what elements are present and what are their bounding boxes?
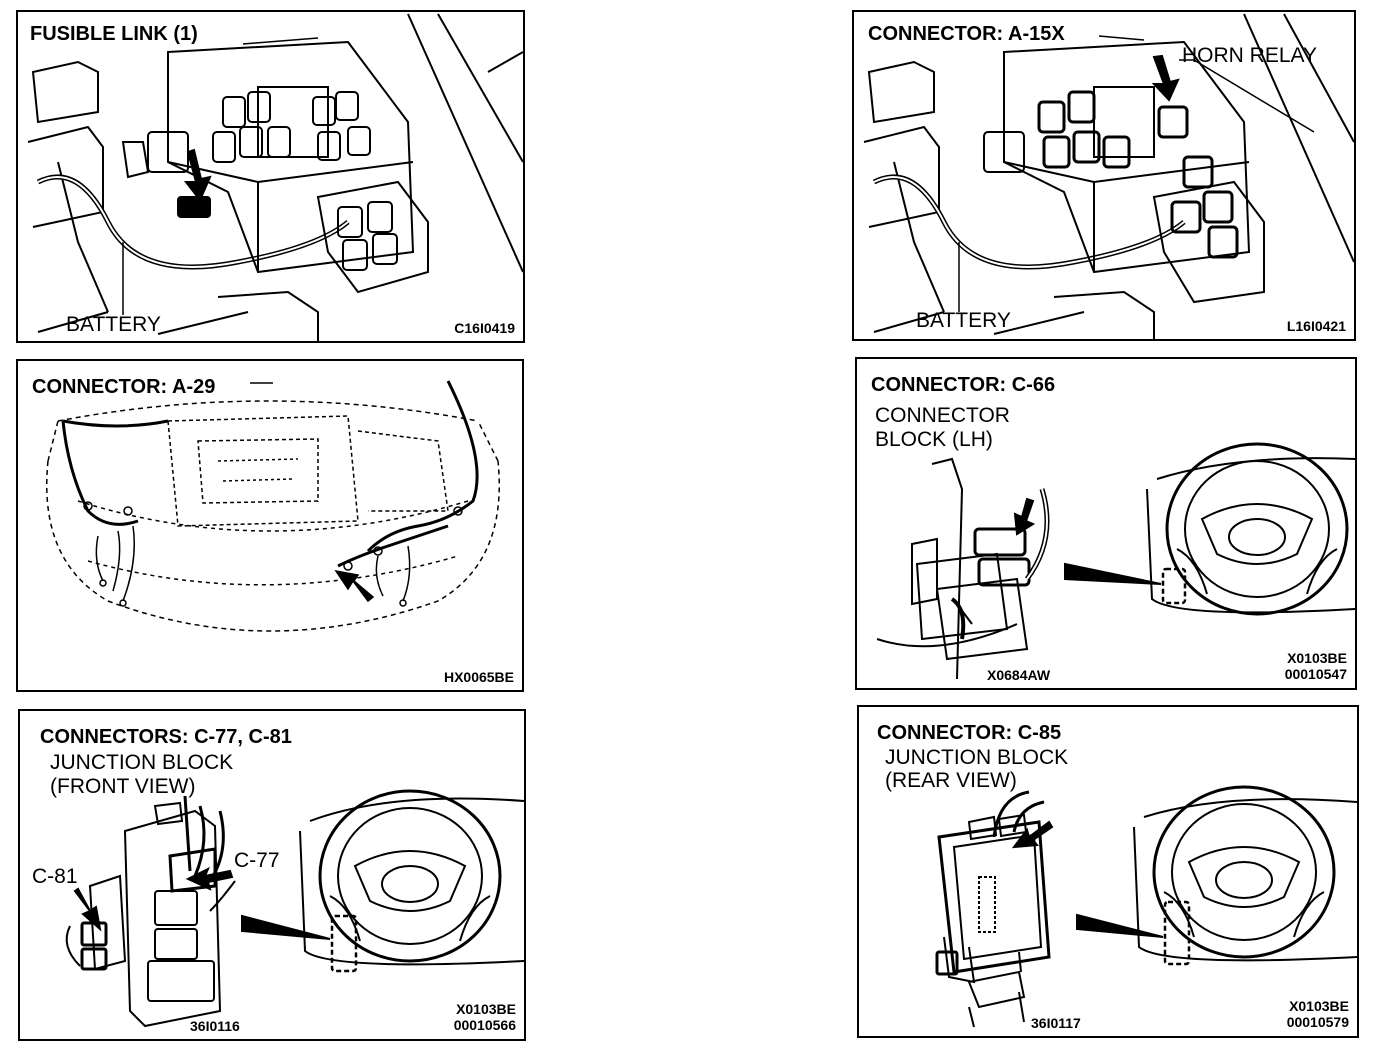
figure-code-line: X0103BE [1289, 998, 1349, 1014]
panel-title: CONNECTOR: C-66 [871, 374, 1056, 396]
figure-code-right: X0103BE 00010579 [1287, 998, 1349, 1030]
junction-block-label: JUNCTION BLOCK [50, 751, 234, 774]
a15x-illustration [863, 13, 1354, 339]
fusible-link-illustration [27, 13, 523, 341]
panel-connector-c66: CONNECTOR: C-66 CONNECTOR BLOCK (LH) X06… [855, 357, 1357, 690]
panel-title: FUSIBLE LINK (1) [30, 23, 198, 45]
panel-title: CONNECTOR: A-15X [868, 23, 1065, 45]
horn-relay-callout: HORN RELAY [1182, 44, 1317, 67]
c77-c81-illustration [65, 789, 524, 1028]
figure-code: C16I0419 [454, 320, 515, 336]
junction-block-label: (REAR VIEW) [885, 769, 1017, 792]
junction-block-label: (FRONT VIEW) [50, 775, 196, 798]
figure-code-right: X0103BE 00010566 [454, 1001, 516, 1033]
junction-block-label: JUNCTION BLOCK [885, 746, 1069, 769]
figure-code: L16I0421 [1286, 318, 1346, 334]
connector-block-label: BLOCK (LH) [875, 428, 993, 451]
panel-connector-c85: CONNECTOR: C-85 JUNCTION BLOCK (REAR VIE… [857, 705, 1359, 1038]
panel-fusible-link: FUSIBLE LINK (1) BATTERY C16I0419 [16, 10, 525, 343]
figure-code-line: X0103BE [1287, 650, 1347, 666]
c81-callout: C-81 [32, 865, 78, 888]
battery-callout: BATTERY [916, 309, 1011, 332]
connector-block-label: CONNECTOR [875, 404, 1010, 427]
c85-illustration [935, 785, 1357, 1028]
panel-connector-a15x: CONNECTOR: A-15X HORN RELAY BATTERY L16I… [852, 10, 1356, 341]
c77-callout: C-77 [234, 849, 280, 872]
c66-illustration [876, 442, 1355, 680]
figure-code-line: 00010566 [453, 1017, 516, 1033]
figure-code-line: 00010579 [1286, 1014, 1349, 1030]
figure-code-line: X0103BE [456, 1001, 516, 1017]
figure-code-right: X0103BE 00010547 [1285, 650, 1347, 682]
panel-title: CONNECTORS: C-77, C-81 [40, 726, 292, 748]
a29-illustration [46, 380, 500, 632]
figure-code-line: 00010547 [1284, 666, 1347, 682]
panel-connectors-c77-c81: CONNECTORS: C-77, C-81 JUNCTION BLOCK (F… [18, 709, 526, 1041]
figure-code-left: X0684AW [987, 667, 1051, 683]
figure-code-left: 36I0117 [1031, 1015, 1081, 1031]
figure-code-left: 36I0116 [190, 1018, 240, 1034]
figure-code: HX0065BE [443, 669, 514, 685]
panel-title: CONNECTOR: A-29 [32, 376, 216, 398]
panel-connector-a29: CONNECTOR: A-29 HX0065BE [16, 359, 524, 692]
battery-callout: BATTERY [66, 313, 161, 336]
panel-title: CONNECTOR: C-85 [877, 722, 1062, 744]
